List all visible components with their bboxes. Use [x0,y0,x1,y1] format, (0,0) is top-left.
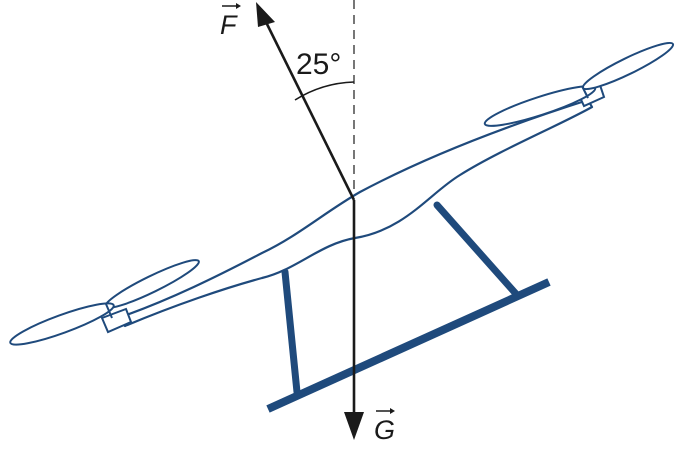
angle-arc [294,81,355,101]
force-label-vector-tip [236,3,241,9]
force-vector-f [256,2,356,201]
weight-vector-g [344,200,364,440]
drone-skid [266,278,551,413]
drone-motor-left [100,307,133,334]
drone-leg-right [433,201,521,299]
angle-label: 25° [296,48,341,81]
force-vector-f-arrowhead [256,2,275,27]
force-label: F [220,10,238,40]
weight-label-group: G [374,408,395,445]
weight-label: G [374,415,395,445]
drone-leg-left [281,268,301,396]
propeller-right-hub [581,85,589,99]
drone [9,41,675,413]
force-label-group: F [220,3,241,40]
propeller-left-outer [9,302,115,346]
weight-label-vector-tip [390,408,395,414]
propeller-left-hub [105,303,113,319]
propeller-right-outer [581,41,675,91]
weight-vector-g-arrowhead [344,412,364,440]
force-vector-f-shaft [262,17,356,201]
